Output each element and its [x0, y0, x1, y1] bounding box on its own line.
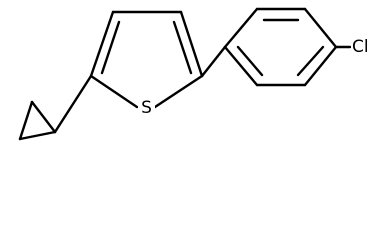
benzene-c6-c1-inner-bond	[236, 45, 264, 77]
thiophene-c2-s-bond	[153, 74, 204, 109]
benzene-c6-c1-bond	[223, 45, 259, 87]
benzene-c3-c4-bond	[303, 7, 338, 49]
atom-labels: S Cl	[138, 37, 379, 118]
chlorine-atom-label: Cl	[352, 37, 369, 57]
thiophene-c5-c4-bond	[89, 10, 115, 78]
thiophene-c3-c2-bond	[179, 10, 204, 78]
cyclopropyl-bond-right	[30, 100, 57, 134]
sulfur-label-mask	[138, 99, 155, 117]
thiophene-phenyl-bond	[200, 45, 227, 78]
benzene-c4-c5-bond	[303, 45, 338, 87]
cyclopropyl-thiophene-bond	[53, 74, 93, 134]
chlorine-label-mask	[351, 37, 379, 57]
cyclopropyl-bond-bottom	[18, 130, 57, 141]
benzene-c1-c2-bond	[223, 7, 259, 49]
cyclopropyl-bond-left	[18, 100, 34, 141]
thiophene-c5-c4-inner-bond	[100, 20, 121, 75]
bond-layer	[18, 7, 352, 141]
sulfur-atom-label: S	[141, 98, 152, 118]
benzene-c4-c5-inner-bond	[296, 45, 325, 77]
thiophene-c3-c2-inner-bond	[172, 20, 193, 75]
thiophene-s-c5-bond	[89, 74, 139, 109]
chemical-structure-diagram: S Cl	[18, 7, 379, 141]
